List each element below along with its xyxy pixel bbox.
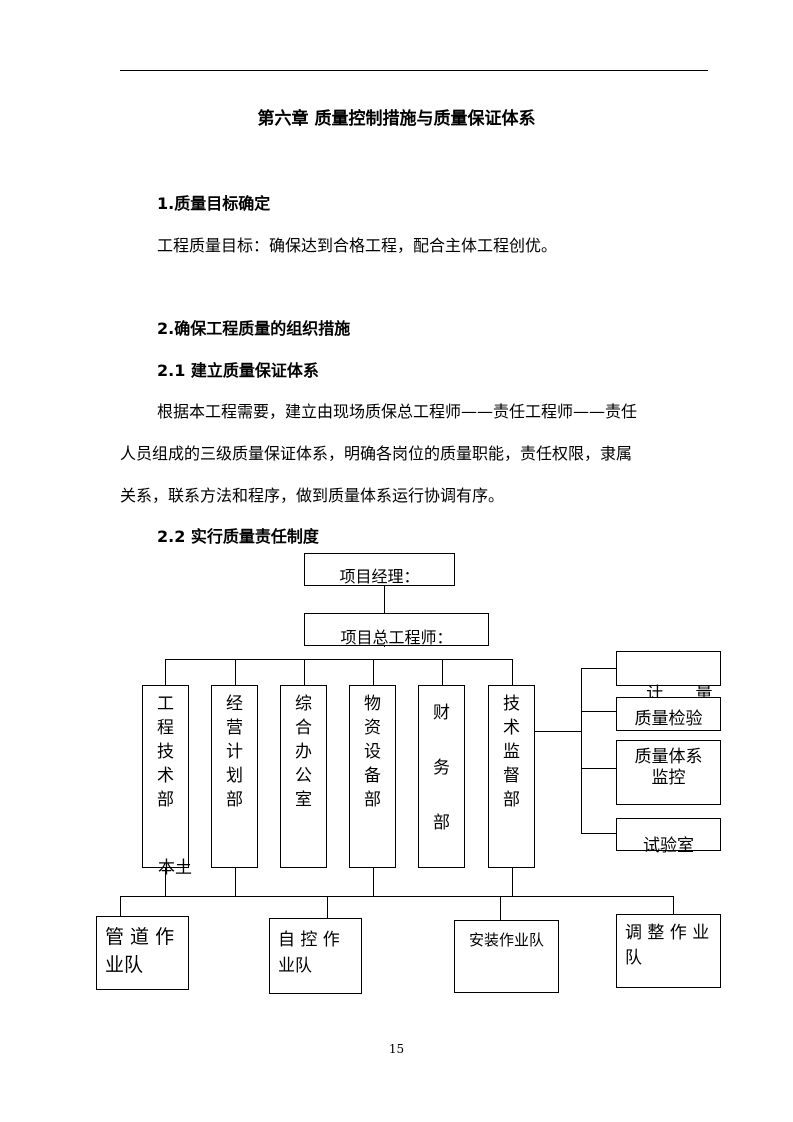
department-box: 经 营 计 划 部 [211, 685, 258, 868]
department-box: 技 术 监 督 部 [488, 685, 535, 868]
department-box: 综 合 办 公 室 [280, 685, 327, 868]
dept-char: 营 [226, 718, 243, 738]
section-1-text: 工程质量目标：确保达到合格工程，配合主体工程创优。 [157, 236, 558, 255]
page-number: 15 [388, 1042, 405, 1056]
project-manager-box: 项目经理： [304, 553, 455, 586]
side-box-laboratory: 试验室 [616, 818, 721, 856]
connector-line [581, 668, 616, 669]
dept-char: 监 [503, 742, 520, 762]
section-1-heading: 1.质量目标确定 [157, 194, 271, 213]
paragraph-line: 关系，联系方法和程序，做到质量体系运行协调有序。 [120, 486, 505, 505]
dept-char: 程 [157, 718, 174, 738]
dept-char: 部 [433, 813, 450, 833]
dept-char: 督 [503, 766, 520, 786]
dept-char: 部 [157, 790, 174, 810]
dept-char: 划 [226, 766, 243, 786]
dept-char: 工 [157, 694, 174, 714]
box-label: 调 整 作 业 队 [625, 923, 710, 968]
connector-line [120, 896, 673, 897]
connector-line [165, 867, 166, 897]
box-label: 质量检验 [634, 709, 703, 729]
dept-char: 公 [295, 766, 312, 786]
connector-line [165, 659, 166, 686]
dept-char: 部 [503, 790, 520, 810]
box-label: 质量体系监控 [634, 747, 703, 788]
dept-char: 资 [364, 718, 381, 738]
connector-line [581, 768, 616, 769]
header-rule [120, 70, 708, 71]
department-box: 物 资 设 备 部 [349, 685, 396, 868]
team-box: 调 整 作 业 队 [616, 914, 721, 988]
dept-char: 技 [157, 742, 174, 762]
dept-char: 经 [226, 694, 243, 714]
dept-char: 部 [226, 790, 243, 810]
chief-engineer-box: 项目总工程师： [304, 613, 489, 647]
dept-char: 术 [503, 718, 520, 738]
dept-char: 计 [226, 742, 243, 762]
connector-line [373, 659, 374, 686]
connector-line [500, 896, 501, 920]
chapter-title: 第六章 质量控制措施与质量保证体系 [257, 109, 536, 129]
side-box-quality-system: 质量体系监控 [616, 740, 721, 805]
connector-line [673, 896, 674, 914]
connector-line [581, 833, 616, 834]
box-label: 管 道 作 业队 [105, 926, 175, 976]
connector-line [512, 867, 513, 897]
connector-line [535, 731, 582, 732]
connector-line [165, 659, 513, 660]
dept-char: 术 [157, 766, 174, 786]
connector-line [235, 659, 236, 686]
connector-line [512, 659, 513, 686]
connector-line [327, 896, 328, 918]
team-box: 管 道 作 业队 [96, 916, 189, 990]
connector-line [304, 659, 305, 686]
dept-char: 合 [295, 718, 312, 738]
box-label: 项目总工程师： [340, 628, 453, 647]
connector-line [235, 867, 236, 897]
side-box-quality-inspection: 质量检验 [616, 697, 721, 731]
dept-char: 物 [364, 694, 381, 714]
dept-char: 备 [364, 766, 381, 786]
section-2-2-heading: 2.2 实行质量责任制度 [157, 527, 319, 546]
section-2-1-heading: 2.1 建立质量保证体系 [157, 361, 319, 380]
team-box: 自 控 作 业队 [269, 918, 362, 994]
box-label: 自 控 作 业队 [278, 930, 340, 976]
department-box: 工 程 技 术 部 [142, 685, 189, 868]
dept-char: 设 [364, 742, 381, 762]
stray-text: 本土 [158, 858, 192, 878]
box-label: 项目经理： [339, 567, 420, 586]
dept-char: 综 [295, 694, 312, 714]
dept-char: 务 [433, 758, 450, 778]
team-box: 安装作业队 [454, 920, 559, 993]
paragraph-line: 人员组成的三级质量保证体系，明确各岗位的质量职能，责任权限，隶属 [120, 444, 633, 463]
connector-line [581, 668, 582, 834]
dept-char: 室 [295, 790, 312, 810]
department-box: 财 务 部 [418, 685, 465, 868]
box-label: 安装作业队 [468, 931, 544, 949]
connector-line [581, 711, 616, 712]
dept-char: 财 [433, 703, 450, 723]
section-2-heading: 2.确保工程质量的组织措施 [157, 319, 351, 338]
side-box-measurement: 计 量 [616, 651, 721, 704]
dept-char: 部 [364, 790, 381, 810]
dept-char: 技 [503, 694, 520, 714]
connector-line [373, 867, 374, 897]
box-label: 试验室 [643, 836, 694, 856]
paragraph-line: 根据本工程需要，建立由现场质保总工程师——责任工程师——责任 [157, 402, 638, 421]
dept-char: 办 [295, 742, 312, 762]
connector-line [120, 896, 121, 916]
connector-line [442, 659, 443, 686]
